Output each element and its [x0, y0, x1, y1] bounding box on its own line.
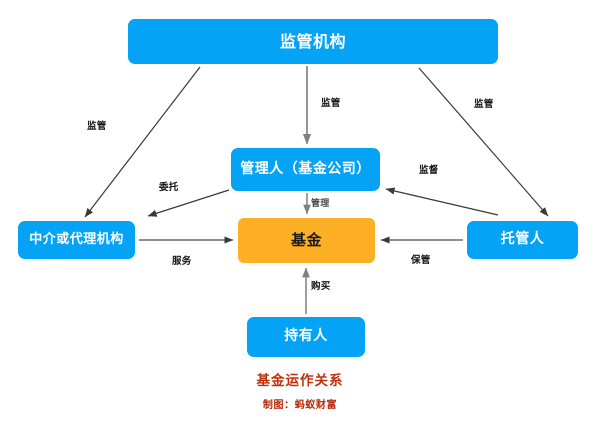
node-custodian-label: 托管人 [500, 231, 545, 248]
node-regulator[interactable]: 监管机构 [128, 19, 498, 64]
diagram-title: 基金运作关系 [256, 373, 344, 389]
node-manager[interactable]: 管理人（基金公司） [231, 148, 380, 191]
edge-label-regulator-manager: 监管 [321, 98, 341, 109]
edge-label-regulator-intermediary: 监管 [87, 121, 107, 132]
edge-regulator-custodian [418, 67, 549, 217]
diagram-credit: 制图：蚂蚁财富 [262, 399, 338, 411]
node-intermediary[interactable]: 中介或代理机构 [18, 221, 135, 259]
edge-custodian-manager [385, 187, 499, 216]
node-intermediary-label: 中介或代理机构 [29, 231, 124, 247]
edge-label-manager-fund: 管理 [311, 199, 330, 209]
node-custodian[interactable]: 托管人 [467, 221, 578, 259]
edge-label-intermediary-fund: 服务 [172, 256, 192, 267]
node-manager-label: 管理人（基金公司） [240, 160, 371, 177]
node-regulator-label: 监管机构 [279, 31, 346, 51]
node-holder-label: 持有人 [284, 328, 328, 345]
edge-manager-intermediary [147, 189, 230, 217]
edge-label-holder-fund: 购买 [311, 281, 331, 292]
edge-regulator-intermediary [84, 66, 201, 218]
edge-label-custodian-manager: 监督 [419, 165, 439, 176]
node-holder[interactable]: 持有人 [247, 317, 365, 357]
edge-label-regulator-custodian: 监管 [474, 99, 494, 110]
node-fund-label: 基金 [290, 231, 322, 250]
caption-block: 基金运作关系 制图：蚂蚁财富 [0, 372, 600, 411]
edge-label-manager-intermediary: 委托 [159, 182, 179, 193]
node-fund[interactable]: 基金 [238, 218, 375, 263]
edge-label-custodian-fund: 保管 [411, 255, 431, 266]
